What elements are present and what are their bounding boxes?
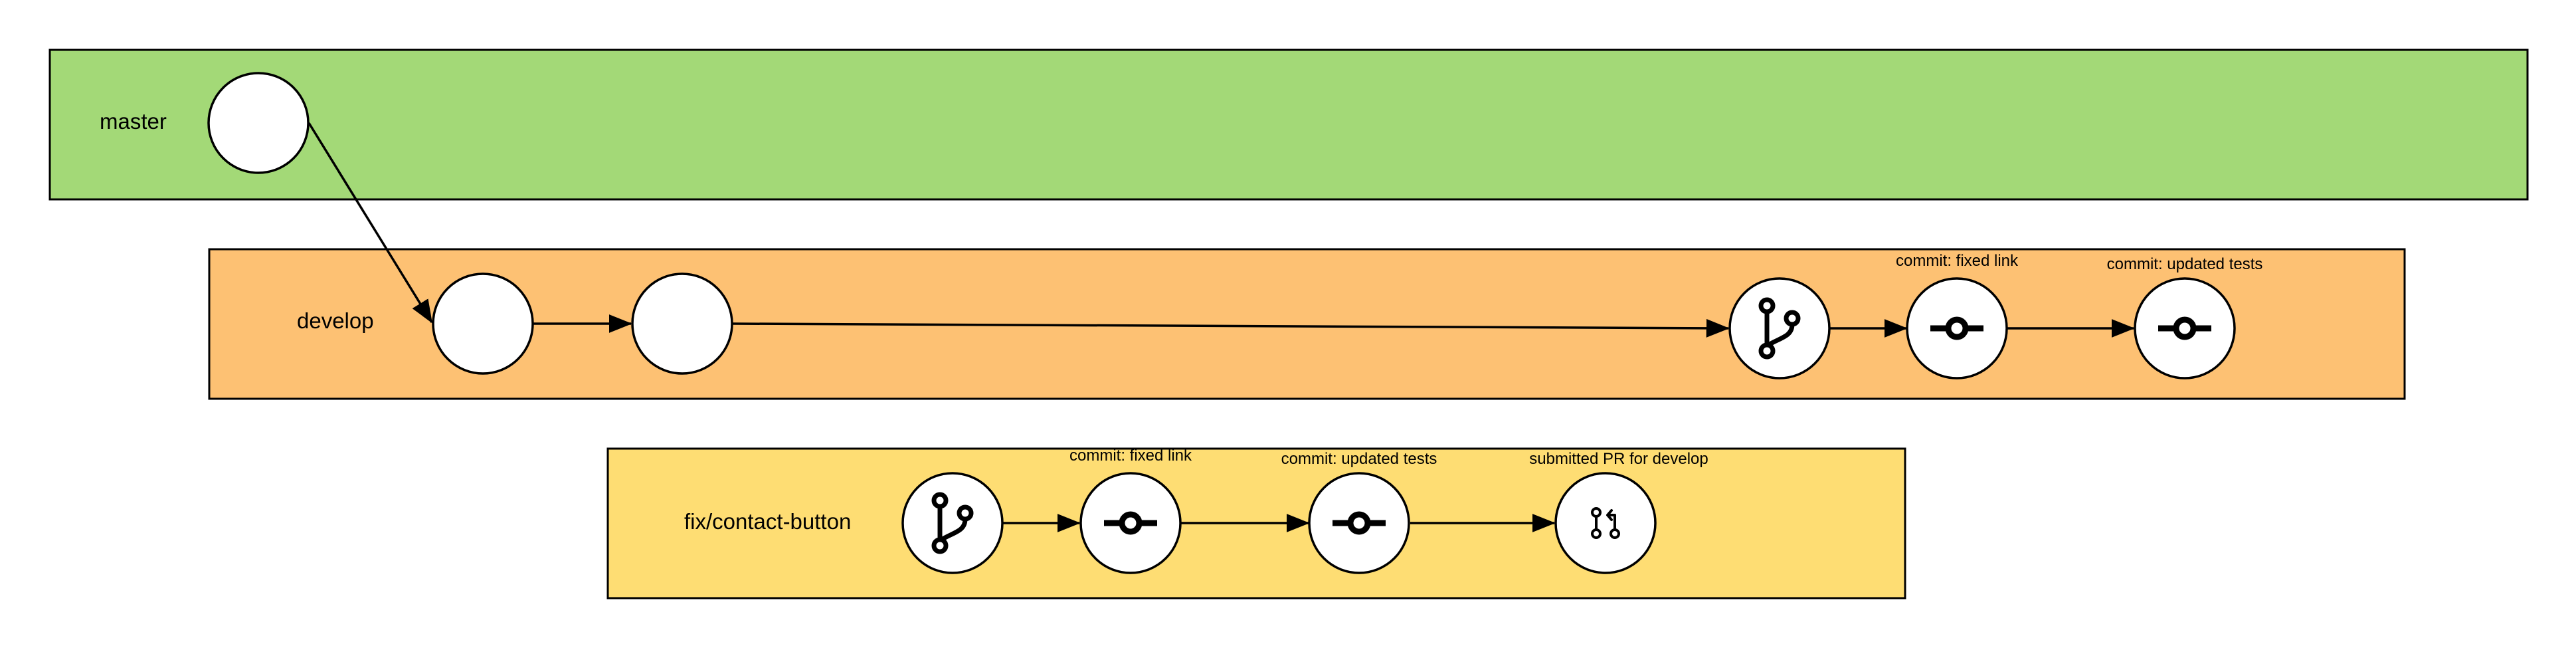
edge-m1-d1: [308, 122, 433, 324]
node-d2: [631, 272, 733, 375]
node-f2: commit: fixed link: [1069, 447, 1192, 574]
git-commit-icon: [1333, 511, 1386, 535]
node-label: commit: fixed link: [1896, 252, 2019, 270]
node-label: commit: updated tests: [1281, 450, 1437, 468]
commit-node: [1906, 277, 2008, 379]
lane-develop-label: develop: [297, 308, 374, 333]
node-d3: [1728, 277, 1831, 379]
commit-node: [432, 272, 534, 375]
commit-node: [1308, 472, 1410, 574]
git-commit-icon: [1104, 511, 1157, 535]
edges: [308, 122, 2135, 532]
lane-master-background: [48, 49, 2529, 201]
node-f1: [901, 472, 1004, 574]
git-commit-icon: [2158, 316, 2211, 340]
commit-node: [2134, 277, 2236, 379]
git-merge-icon: [1758, 297, 1801, 360]
node-label: submitted PR for develop: [1529, 450, 1708, 468]
commit-node: [631, 272, 733, 375]
node-label: commit: updated tests: [2107, 255, 2263, 273]
node-label: commit: fixed link: [1069, 447, 1192, 465]
pull-request-node: [1554, 472, 1657, 574]
lane-fix-label: fix/contact-button: [684, 509, 851, 534]
lane-master-label: master: [100, 109, 167, 134]
node-d5: commit: updated tests: [2107, 255, 2263, 379]
node-d4: commit: fixed link: [1896, 252, 2019, 379]
merge-node: [901, 472, 1004, 574]
git-commit-icon: [1930, 316, 1983, 340]
commit-node: [207, 72, 310, 174]
node-f4: submitted PR for develop: [1529, 450, 1708, 574]
lane-master: master: [48, 49, 2529, 201]
git-pull-request-icon: [1591, 507, 1620, 539]
merge-node: [1728, 277, 1831, 379]
node-m1: [207, 72, 310, 174]
node-d1: [432, 272, 534, 375]
git-merge-icon: [931, 492, 974, 554]
commit-node: [1079, 472, 1182, 574]
node-f3: commit: updated tests: [1281, 450, 1437, 574]
edge-d2-d3: [732, 318, 1730, 338]
